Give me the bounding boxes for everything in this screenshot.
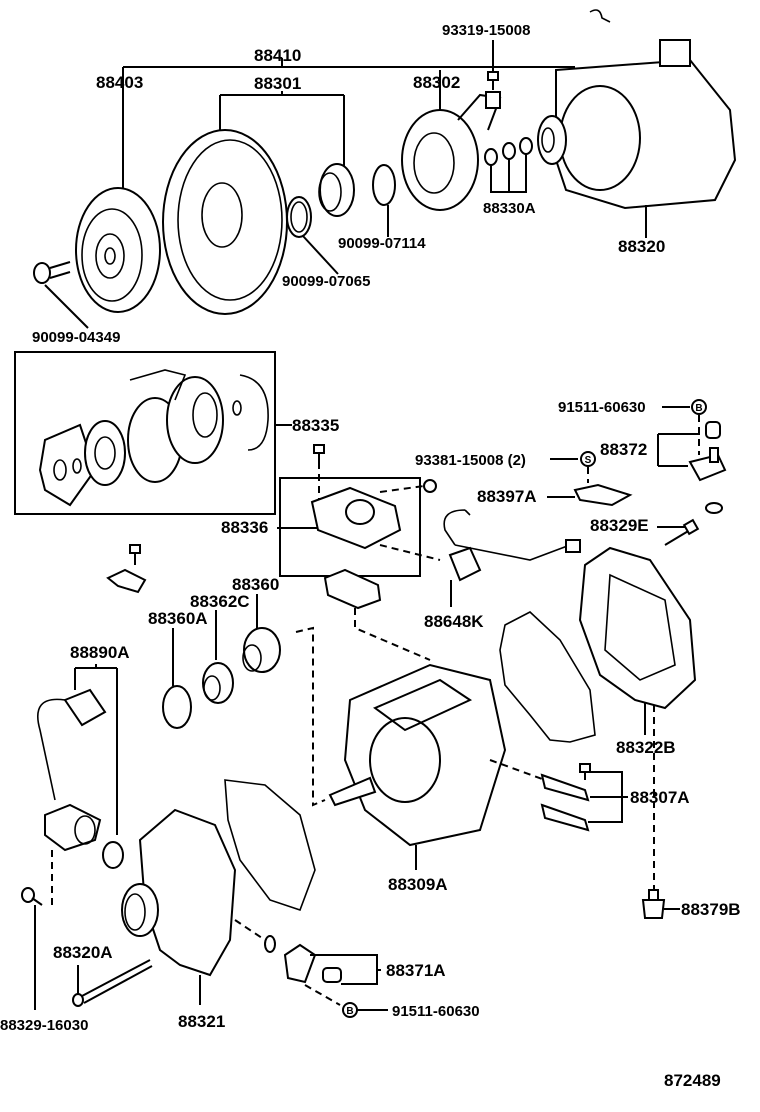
callout-90099-04349-line [44,284,89,329]
gasket-88336 [323,568,382,610]
bolt-88329-16030 [21,887,43,906]
gasket-kit-88335-box [14,351,276,515]
callout-88890A-bracket [74,664,118,835]
b-marker-top-text: B [695,403,702,414]
label-88403: 88403 [96,73,143,92]
callout-90099-07065-line [302,235,339,275]
label-88322B: 88322B [616,738,676,757]
label-88321: 88321 [178,1012,225,1031]
front-housing-88321 [121,808,237,977]
gasket-front [224,779,316,912]
valve-88371A [283,943,342,984]
o-ring-88890A [102,841,124,869]
label-88301: 88301 [254,74,301,93]
callout-88301-bracket [219,91,345,168]
sensor-body-88372 [688,447,727,482]
gasket-kit-88335-parts [38,369,269,507]
cylinder-block-88309A [328,663,507,847]
label-88329E: 88329E [590,516,649,535]
through-bolt-88320A [72,959,153,1007]
bearing-88301 [318,163,355,217]
valve-plates-88307A [540,763,591,832]
bolt-88329E [664,518,700,546]
screw-88336 [313,444,325,462]
label-90099-04349: 90099-04349 [32,329,120,346]
relief-valve-88379B [641,889,666,919]
label-88360A: 88360A [148,609,208,628]
label-88397A: 88397A [477,487,537,506]
compressor-assembly-88320 [537,9,737,210]
label-88360: 88360 [232,575,279,594]
callout-88410-bracket [122,58,575,200]
label-88320: 88320 [618,237,665,256]
label-88309A: 88309A [388,875,448,894]
label-88648K: 88648K [424,612,484,631]
label-91511-60630-bottom: 91511-60630 [392,1003,480,1020]
clutch-hub-88403 [75,187,161,313]
bolt-90099-04349 [33,261,71,284]
label-88410: 88410 [254,46,301,65]
label-88330A: 88330A [483,200,536,217]
b-marker-bottom: B [342,1002,358,1018]
label-88336: 88336 [221,518,268,537]
label-93381-15008: 93381-15008 (2) [415,452,526,469]
o-ring-88371A [264,935,276,953]
harness-88648K [443,509,581,582]
bracket-88397A [573,483,633,507]
snap-ring-90099-07114 [372,164,396,206]
callout-88330A-bracket [490,154,527,193]
s-marker: S [580,451,596,467]
label-88329-16030: 88329-16030 [0,1017,88,1034]
speed-sensor-88890A [37,688,107,852]
label-88335: 88335 [292,416,339,435]
s-marker-text: S [585,455,592,466]
label-88890A: 88890A [70,643,130,662]
valve-88336 [310,479,437,550]
screw-93319-15008 [487,71,499,90]
pulley-88301 [162,129,288,315]
o-ring-88372 [705,502,723,514]
b-marker-top: B [691,399,707,415]
label-88362C: 88362C [190,592,250,611]
valve-seal-88362C [202,662,234,704]
b-marker-bottom-text: B [346,1006,353,1017]
sensor-cap-88372 [705,421,721,439]
illustration-number: 872489 [664,1071,721,1090]
o-ring-88360A [162,685,192,729]
label-88320A: 88320A [53,943,113,962]
gasket-rear [499,611,596,743]
label-90099-07114: 90099-07114 [338,235,426,252]
label-88379B: 88379B [681,900,741,919]
shims-88330A [484,137,533,166]
label-93319-15008: 93319-15008 [442,22,530,39]
valve-88360 [242,627,281,673]
label-88307A: 88307A [630,788,690,807]
label-88371A: 88371A [386,961,446,980]
callout-88307A-bracket [588,771,628,823]
callout-88372-bracket [657,433,700,467]
callout-88371A-bracket [310,954,381,985]
bolt-bracket-left [106,544,147,594]
label-91511-60630-top: 91511-60630 [558,399,646,416]
rear-housing-88322B [578,546,697,710]
label-88302: 88302 [413,73,460,92]
field-coil-88302 [401,91,502,211]
label-88372: 88372 [600,440,647,459]
snap-ring-90099-07065 [286,196,312,238]
label-90099-07065: 90099-07065 [282,273,370,290]
